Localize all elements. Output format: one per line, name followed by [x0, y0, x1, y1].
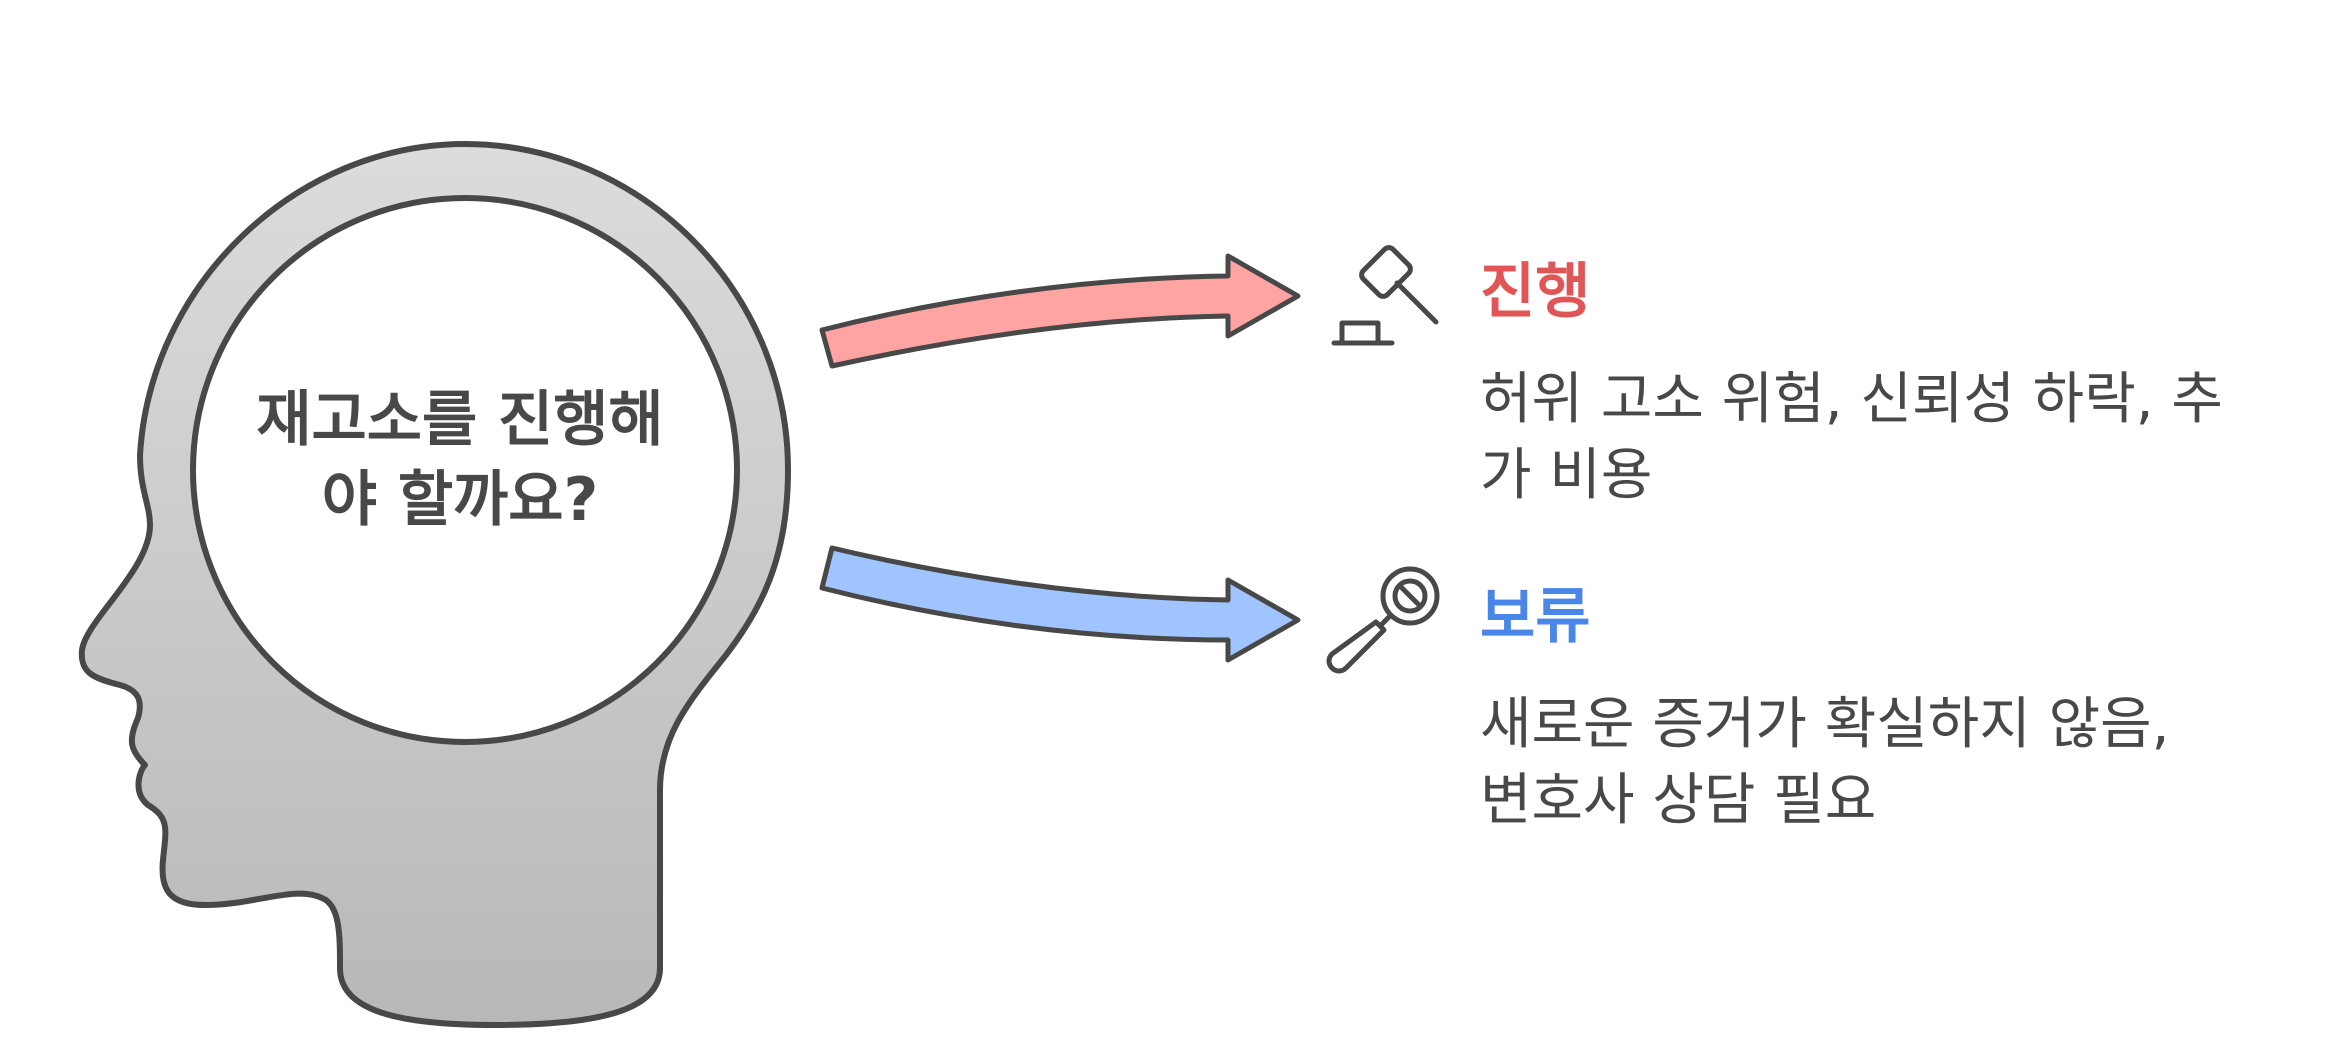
option-proceed-desc-line-2: 가 비용: [1480, 443, 1653, 508]
arrow-proceed: [819, 253, 1301, 369]
option-proceed-desc: 허위 고소 위험, 신뢰성 하락, 추 가 비용: [1480, 362, 2300, 514]
option-hold-desc-line-2: 변호사 상담 필요: [1480, 768, 1877, 833]
option-hold-desc: 새로운 증거가 확실하지 않음, 변호사 상담 필요: [1480, 687, 2300, 839]
question-line-1: 재고소를 진행해: [256, 385, 664, 455]
magnifier-icon: [1326, 566, 1440, 674]
question-line-2: 야 할까요?: [321, 465, 599, 535]
arrow-hold: [819, 545, 1301, 663]
option-hold-title: 보류: [1480, 582, 1591, 652]
option-proceed-title: 진행: [1480, 257, 1591, 327]
question-text: 재고소를 진행해 야 할까요?: [220, 380, 700, 540]
option-proceed-desc-line-1: 허위 고소 위험, 신뢰성 하락, 추: [1480, 367, 2223, 432]
gavel-icon: [1331, 245, 1439, 346]
option-hold-desc-line-1: 새로운 증거가 확실하지 않음,: [1480, 692, 2170, 757]
thought-circle: [190, 195, 740, 745]
